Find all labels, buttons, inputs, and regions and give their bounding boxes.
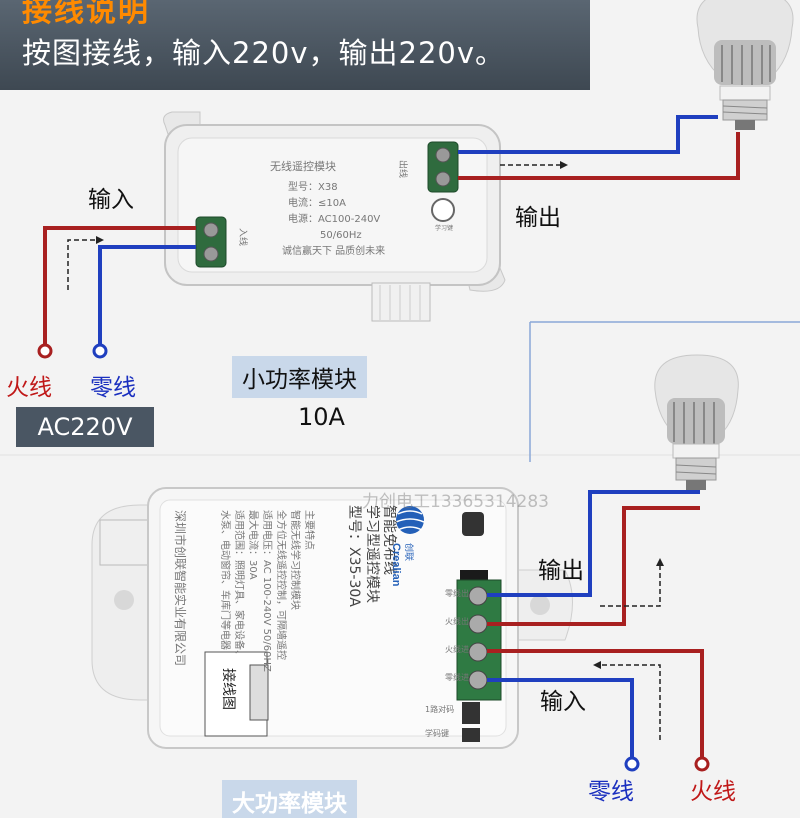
large-input-arrow: [600, 664, 661, 740]
small-learn-button: [431, 198, 455, 222]
small-learn-label: 学习键: [435, 224, 453, 232]
large-feature3: 适用电压：AC 100-240V 50/60HZ: [261, 510, 274, 672]
large-fire-terminal-dot: [694, 756, 710, 772]
large-model: 型号：X35-30A: [346, 505, 362, 607]
small-output-label: 输出: [515, 205, 561, 231]
large-neutral-terminal-dot: [624, 756, 640, 772]
wiring-diagram: 智能免布线 学习型遥控模块 型号：X35-30A 主要特点 智能无线学习控制模块…: [0, 0, 800, 772]
small-out-mark: 出线: [397, 160, 409, 178]
large-feature2: 全方位无线遥控控制，可隔墙遥控: [275, 510, 288, 660]
brand-name: Crealian: [390, 543, 402, 587]
large-neutral-label: 零线: [588, 779, 634, 805]
large-in-fire-wire: [487, 649, 704, 760]
large-output-arrow: [600, 565, 661, 607]
header-subtitle: 按图接线，输入220v，输出220v。: [22, 36, 506, 70]
small-fire-terminal-dot: [37, 343, 53, 359]
large-features-title: 主要特点: [303, 510, 315, 550]
small-input-arrow: [67, 239, 96, 290]
small-freq: 50/60Hz: [320, 230, 362, 241]
header-banner: 接线说明 按图接线，输入220v，输出220v。: [0, 0, 590, 90]
large-company: 深圳市创联智能实业有限公司: [173, 510, 188, 666]
large-feature4: 最大电流：30A: [247, 510, 260, 580]
small-fire-label: 火线: [6, 375, 52, 401]
large-out-neutral-wire: [487, 490, 700, 597]
small-module-rating: 10A: [298, 403, 345, 431]
large-module: [91, 487, 573, 749]
small-power: 电源：AC100-240V: [288, 212, 380, 225]
large-remote: 1路对码: [425, 704, 454, 714]
large-learn: 学码键: [425, 728, 449, 738]
small-fire-wire: [43, 226, 196, 345]
large-term1: 零线出: [445, 588, 469, 598]
large-fire-label: 火线: [690, 779, 736, 805]
small-in-mark: 入线: [237, 228, 249, 246]
small-neutral-terminal-dot: [92, 343, 108, 359]
large-term4: 零线进: [445, 672, 469, 682]
large-output-label: 输出: [538, 558, 584, 584]
large-feature5: 适用范围：照明灯具、家电设备、: [233, 510, 246, 660]
small-input-label: 输入: [88, 187, 134, 213]
ac-voltage-badge: AC220V: [16, 407, 154, 447]
large-term2: 火线出: [445, 616, 469, 626]
large-feature6: 水泵、电动窗帘、车库门等电器: [219, 510, 232, 650]
small-neutral-wire: [98, 245, 196, 345]
large-line1: 智能免布线: [381, 505, 397, 575]
large-line2: 学习型遥控模块: [364, 505, 380, 603]
small-neutral-label: 零线: [90, 375, 136, 401]
small-model: 型号：X38: [288, 180, 338, 193]
large-in-neutral-wire: [487, 678, 634, 760]
small-current: 电流：≤10A: [288, 196, 346, 209]
small-module: [163, 111, 506, 322]
large-feature1: 智能无线学习控制模块: [289, 510, 302, 610]
small-module-caption: 小功率模块: [232, 356, 367, 398]
bulb-top-icon: [696, 0, 794, 130]
small-title: 无线遥控模块: [270, 159, 336, 173]
small-slogan: 诚信赢天下 品质创未来: [282, 244, 385, 257]
small-out-neutral-wire: [458, 115, 718, 154]
large-term3: 火线进: [445, 644, 469, 654]
large-module-caption: 大功率模块: [222, 780, 357, 818]
watermark: 力创电工13365314283: [362, 492, 549, 512]
small-out-fire-wire: [458, 132, 740, 180]
large-out-fire-wire: [487, 506, 700, 626]
bulb-bottom-icon: [654, 354, 739, 490]
small-output-terminal: [427, 141, 459, 193]
header-title: 接线说明: [22, 0, 150, 29]
small-input-terminal: [195, 216, 227, 268]
large-wiring-diagram-label: 接线图: [220, 668, 237, 710]
brand-logo-icon: [396, 506, 424, 534]
brand-cn: 创联: [403, 543, 415, 561]
large-input-label: 输入: [540, 689, 586, 715]
